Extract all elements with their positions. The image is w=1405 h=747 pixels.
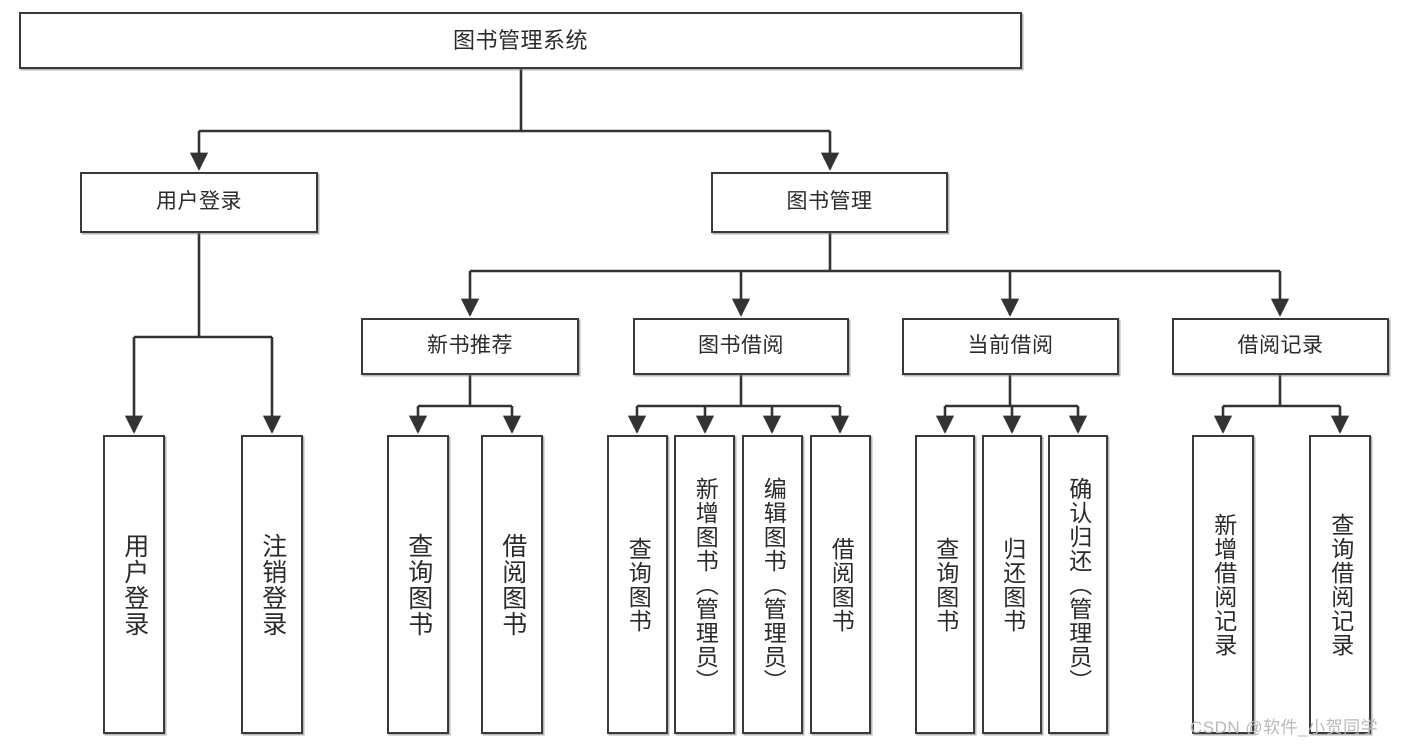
- node-leaf-borrow-book-2[interactable]: 借阅图书: [810, 435, 871, 734]
- node-leaf-user-login[interactable]: 用户登录: [103, 435, 165, 734]
- node-book-borrow-label: 图书借阅: [698, 334, 784, 358]
- node-leaf-borrow-book-2-label: 借阅图书: [828, 536, 855, 633]
- node-current-borrow[interactable]: 当前借阅: [902, 318, 1119, 375]
- node-user-login-label: 用户登录: [156, 190, 242, 214]
- node-leaf-query-book-3[interactable]: 查询图书: [915, 435, 975, 734]
- node-leaf-edit-book-label: 编辑图书（管理员）: [760, 476, 787, 693]
- node-user-login[interactable]: 用户登录: [80, 172, 318, 233]
- node-current-borrow-label: 当前借阅: [967, 334, 1054, 358]
- node-leaf-logout[interactable]: 注销登录: [241, 435, 303, 734]
- node-borrow-record-label: 借阅记录: [1237, 334, 1324, 358]
- node-leaf-borrow-book-1[interactable]: 借阅图书: [481, 435, 543, 734]
- node-borrow-record[interactable]: 借阅记录: [1172, 318, 1389, 375]
- node-leaf-confirm-return[interactable]: 确认归还（管理员）: [1048, 435, 1108, 734]
- node-leaf-query-book-1-label: 查询图书: [404, 532, 433, 637]
- node-leaf-query-record-label: 查询借阅记录: [1327, 512, 1354, 657]
- node-leaf-query-book-1[interactable]: 查询图书: [387, 435, 449, 734]
- node-book-manage[interactable]: 图书管理: [711, 172, 948, 233]
- node-leaf-user-login-label: 用户登录: [120, 532, 149, 637]
- node-leaf-logout-label: 注销登录: [258, 532, 287, 637]
- node-leaf-return-book[interactable]: 归还图书: [982, 435, 1042, 734]
- node-new-book-rec[interactable]: 新书推荐: [361, 318, 579, 375]
- csdn-watermark: CSDN @软件_小贺同学: [1190, 718, 1379, 737]
- node-book-borrow[interactable]: 图书借阅: [633, 318, 849, 375]
- node-leaf-query-book-2[interactable]: 查询图书: [607, 435, 668, 734]
- node-leaf-query-book-3-label: 查询图书: [932, 536, 959, 633]
- node-leaf-borrow-book-1-label: 借阅图书: [498, 532, 527, 637]
- node-leaf-return-book-label: 归还图书: [999, 536, 1026, 633]
- node-leaf-add-record[interactable]: 新增借阅记录: [1192, 435, 1254, 734]
- node-leaf-query-book-2-label: 查询图书: [625, 536, 652, 633]
- node-book-manage-label: 图书管理: [786, 190, 873, 214]
- node-root[interactable]: 图书管理系统: [19, 12, 1022, 69]
- node-leaf-confirm-return-label: 确认归还（管理员）: [1065, 476, 1092, 693]
- node-leaf-add-record-label: 新增借阅记录: [1210, 512, 1237, 657]
- node-root-label: 图书管理系统: [452, 27, 588, 53]
- node-leaf-edit-book[interactable]: 编辑图书（管理员）: [742, 435, 803, 734]
- node-leaf-add-book-label: 新增图书（管理员）: [692, 476, 719, 693]
- node-leaf-add-book[interactable]: 新增图书（管理员）: [674, 435, 735, 734]
- node-leaf-query-record[interactable]: 查询借阅记录: [1309, 435, 1371, 734]
- node-new-book-rec-label: 新书推荐: [427, 334, 513, 358]
